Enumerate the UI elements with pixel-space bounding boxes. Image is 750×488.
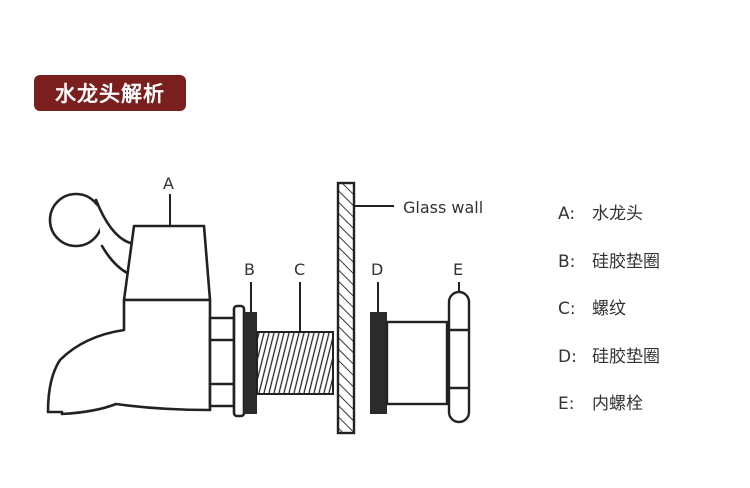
legend-key: A: <box>558 204 576 224</box>
page-title: 水龙头解析 <box>34 75 186 111</box>
glass-wall <box>336 181 356 435</box>
legend-text: 内螺栓 <box>592 394 643 414</box>
legend-text: 水龙头 <box>592 204 643 224</box>
faucet-spout <box>46 298 212 416</box>
legend-key: E: <box>558 394 575 414</box>
legend-text: 螺纹 <box>592 299 626 319</box>
legend-item-c: C: 螺纹 <box>558 295 660 323</box>
legend-item-d: D: 硅胶垫圈 <box>558 343 660 371</box>
legend-item-a: A: 水龙头 <box>558 200 660 228</box>
faucet-cap <box>122 224 212 302</box>
faucet-body <box>46 192 246 418</box>
legend-key: B: <box>558 251 576 272</box>
silicone-washer-d <box>370 312 387 414</box>
flange-plate <box>232 304 246 418</box>
callout-e: E <box>453 260 463 279</box>
legend-key: C: <box>558 299 576 319</box>
hex-nut <box>208 316 236 408</box>
thread-c <box>256 331 334 395</box>
glass-wall-label: Glass wall <box>403 198 483 217</box>
handle-knob <box>48 192 104 248</box>
legend-text: 硅胶垫圈 <box>592 251 660 272</box>
leader-lines <box>169 194 460 332</box>
callout-a: A <box>163 174 174 193</box>
legend-key: D: <box>558 346 577 367</box>
legend: A: 水龙头 B: 硅胶垫圈 C: 螺纹 D: 硅胶垫圈 E: 内螺栓 <box>558 200 660 438</box>
legend-item-e: E: 内螺栓 <box>558 390 660 418</box>
silicone-washer-b <box>244 312 257 414</box>
inner-sleeve <box>385 320 449 406</box>
callout-b: B <box>244 260 255 279</box>
legend-item-b: B: 硅胶垫圈 <box>558 248 660 276</box>
inner-bolt-e <box>447 290 471 424</box>
callout-d: D <box>371 260 383 279</box>
legend-text: 硅胶垫圈 <box>592 346 660 367</box>
callout-c: C <box>294 260 305 279</box>
